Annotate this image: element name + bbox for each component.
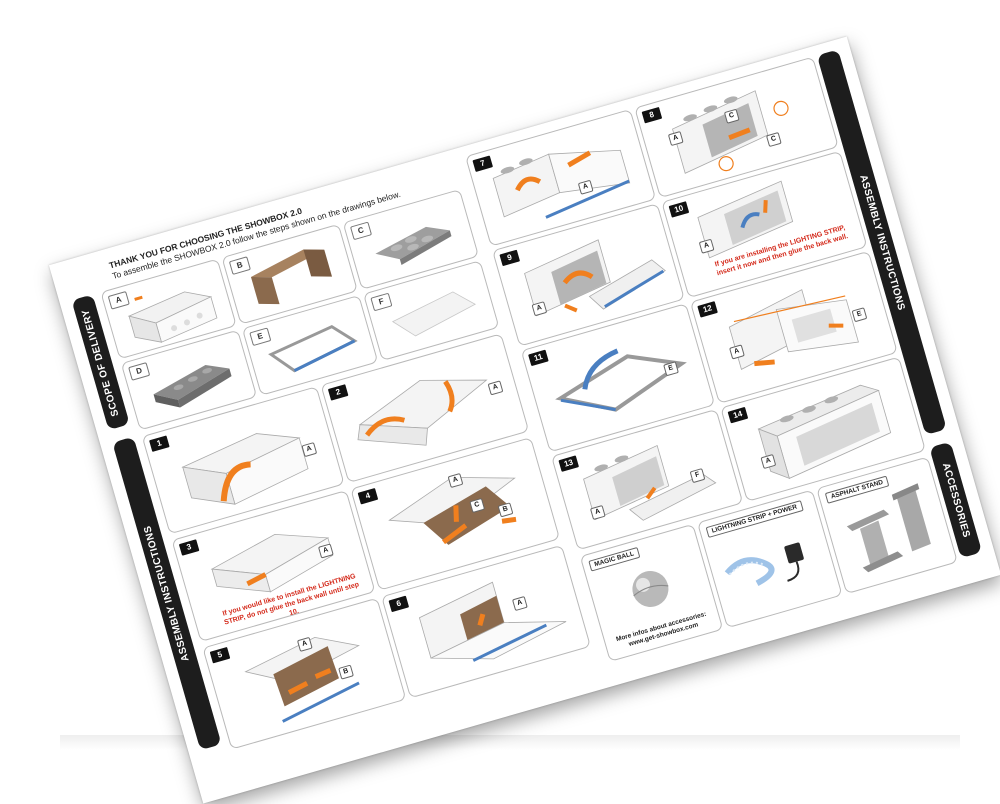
step-9-drawing: [524, 239, 666, 317]
step-panel-11: 11 E: [520, 303, 716, 453]
part-panel-b: B: [221, 223, 358, 325]
step-8-drawing: [672, 90, 789, 174]
step-panel-7: 7 A: [464, 108, 657, 247]
step-1-drawing: [181, 433, 309, 505]
step-14-drawing: [757, 384, 892, 480]
step-panel-6: 6 A: [381, 544, 592, 699]
step-panel-5: 5 A B: [202, 597, 407, 750]
part-panel-e: E: [241, 294, 379, 396]
step-panel-10: 10 A If you are installing the LIGHTING …: [661, 150, 868, 299]
step-11-drawing: [555, 348, 687, 412]
step-panel-13: 13 A F: [550, 408, 744, 551]
part-f-drawing: [391, 291, 477, 337]
lighting-strip-icon: [724, 542, 804, 587]
step-2-drawing: [357, 379, 488, 446]
part-c-drawing: [375, 226, 452, 266]
part-d-drawing: [153, 364, 232, 408]
part-panel-a: A: [100, 258, 237, 360]
instruction-sheet: THANK YOU FOR CHOOSING THE SHOWBOX 2.0 T…: [48, 36, 1000, 804]
step-panel-1: 1 A: [141, 386, 345, 535]
step-7-drawing: [492, 149, 631, 219]
step-panel-14: 14 A: [720, 356, 926, 502]
part-e-drawing: [268, 324, 358, 373]
asphalt-stand-icon: [846, 483, 931, 573]
part-panel-f: F: [362, 260, 500, 362]
step-12-drawing: [728, 289, 859, 370]
accessory-lighting: LIGHTNING STRIP + POWER: [696, 489, 843, 629]
step-13-drawing: [583, 445, 717, 521]
part-panel-d: D: [120, 329, 258, 431]
step-panel-3: 3 A If you would like to install the LIG…: [171, 489, 376, 643]
part-panel-c: C: [342, 189, 480, 290]
step-6-drawing: [418, 581, 567, 662]
step-3-drawing: [210, 533, 334, 593]
magic-ball-icon: [632, 570, 669, 607]
step-panel-2: 2 A: [320, 333, 530, 484]
step-10-drawing: [697, 180, 794, 259]
step-panel-9: 9 A: [492, 203, 685, 347]
step-panel-12: 12 A E: [689, 250, 898, 404]
step-panel-4: 4 A C B: [350, 437, 561, 591]
step-5-drawing: [244, 636, 360, 723]
step-4-drawing: [388, 476, 517, 545]
accessory-stand: ASPHALT STAND: [816, 456, 958, 595]
accessory-magic-ball: MAGIC BALL More infos about accessories:…: [579, 523, 724, 662]
part-b-drawing: [250, 249, 333, 305]
step-panel-8: 8 A C C: [634, 56, 839, 199]
part-a-drawing: [127, 291, 218, 343]
